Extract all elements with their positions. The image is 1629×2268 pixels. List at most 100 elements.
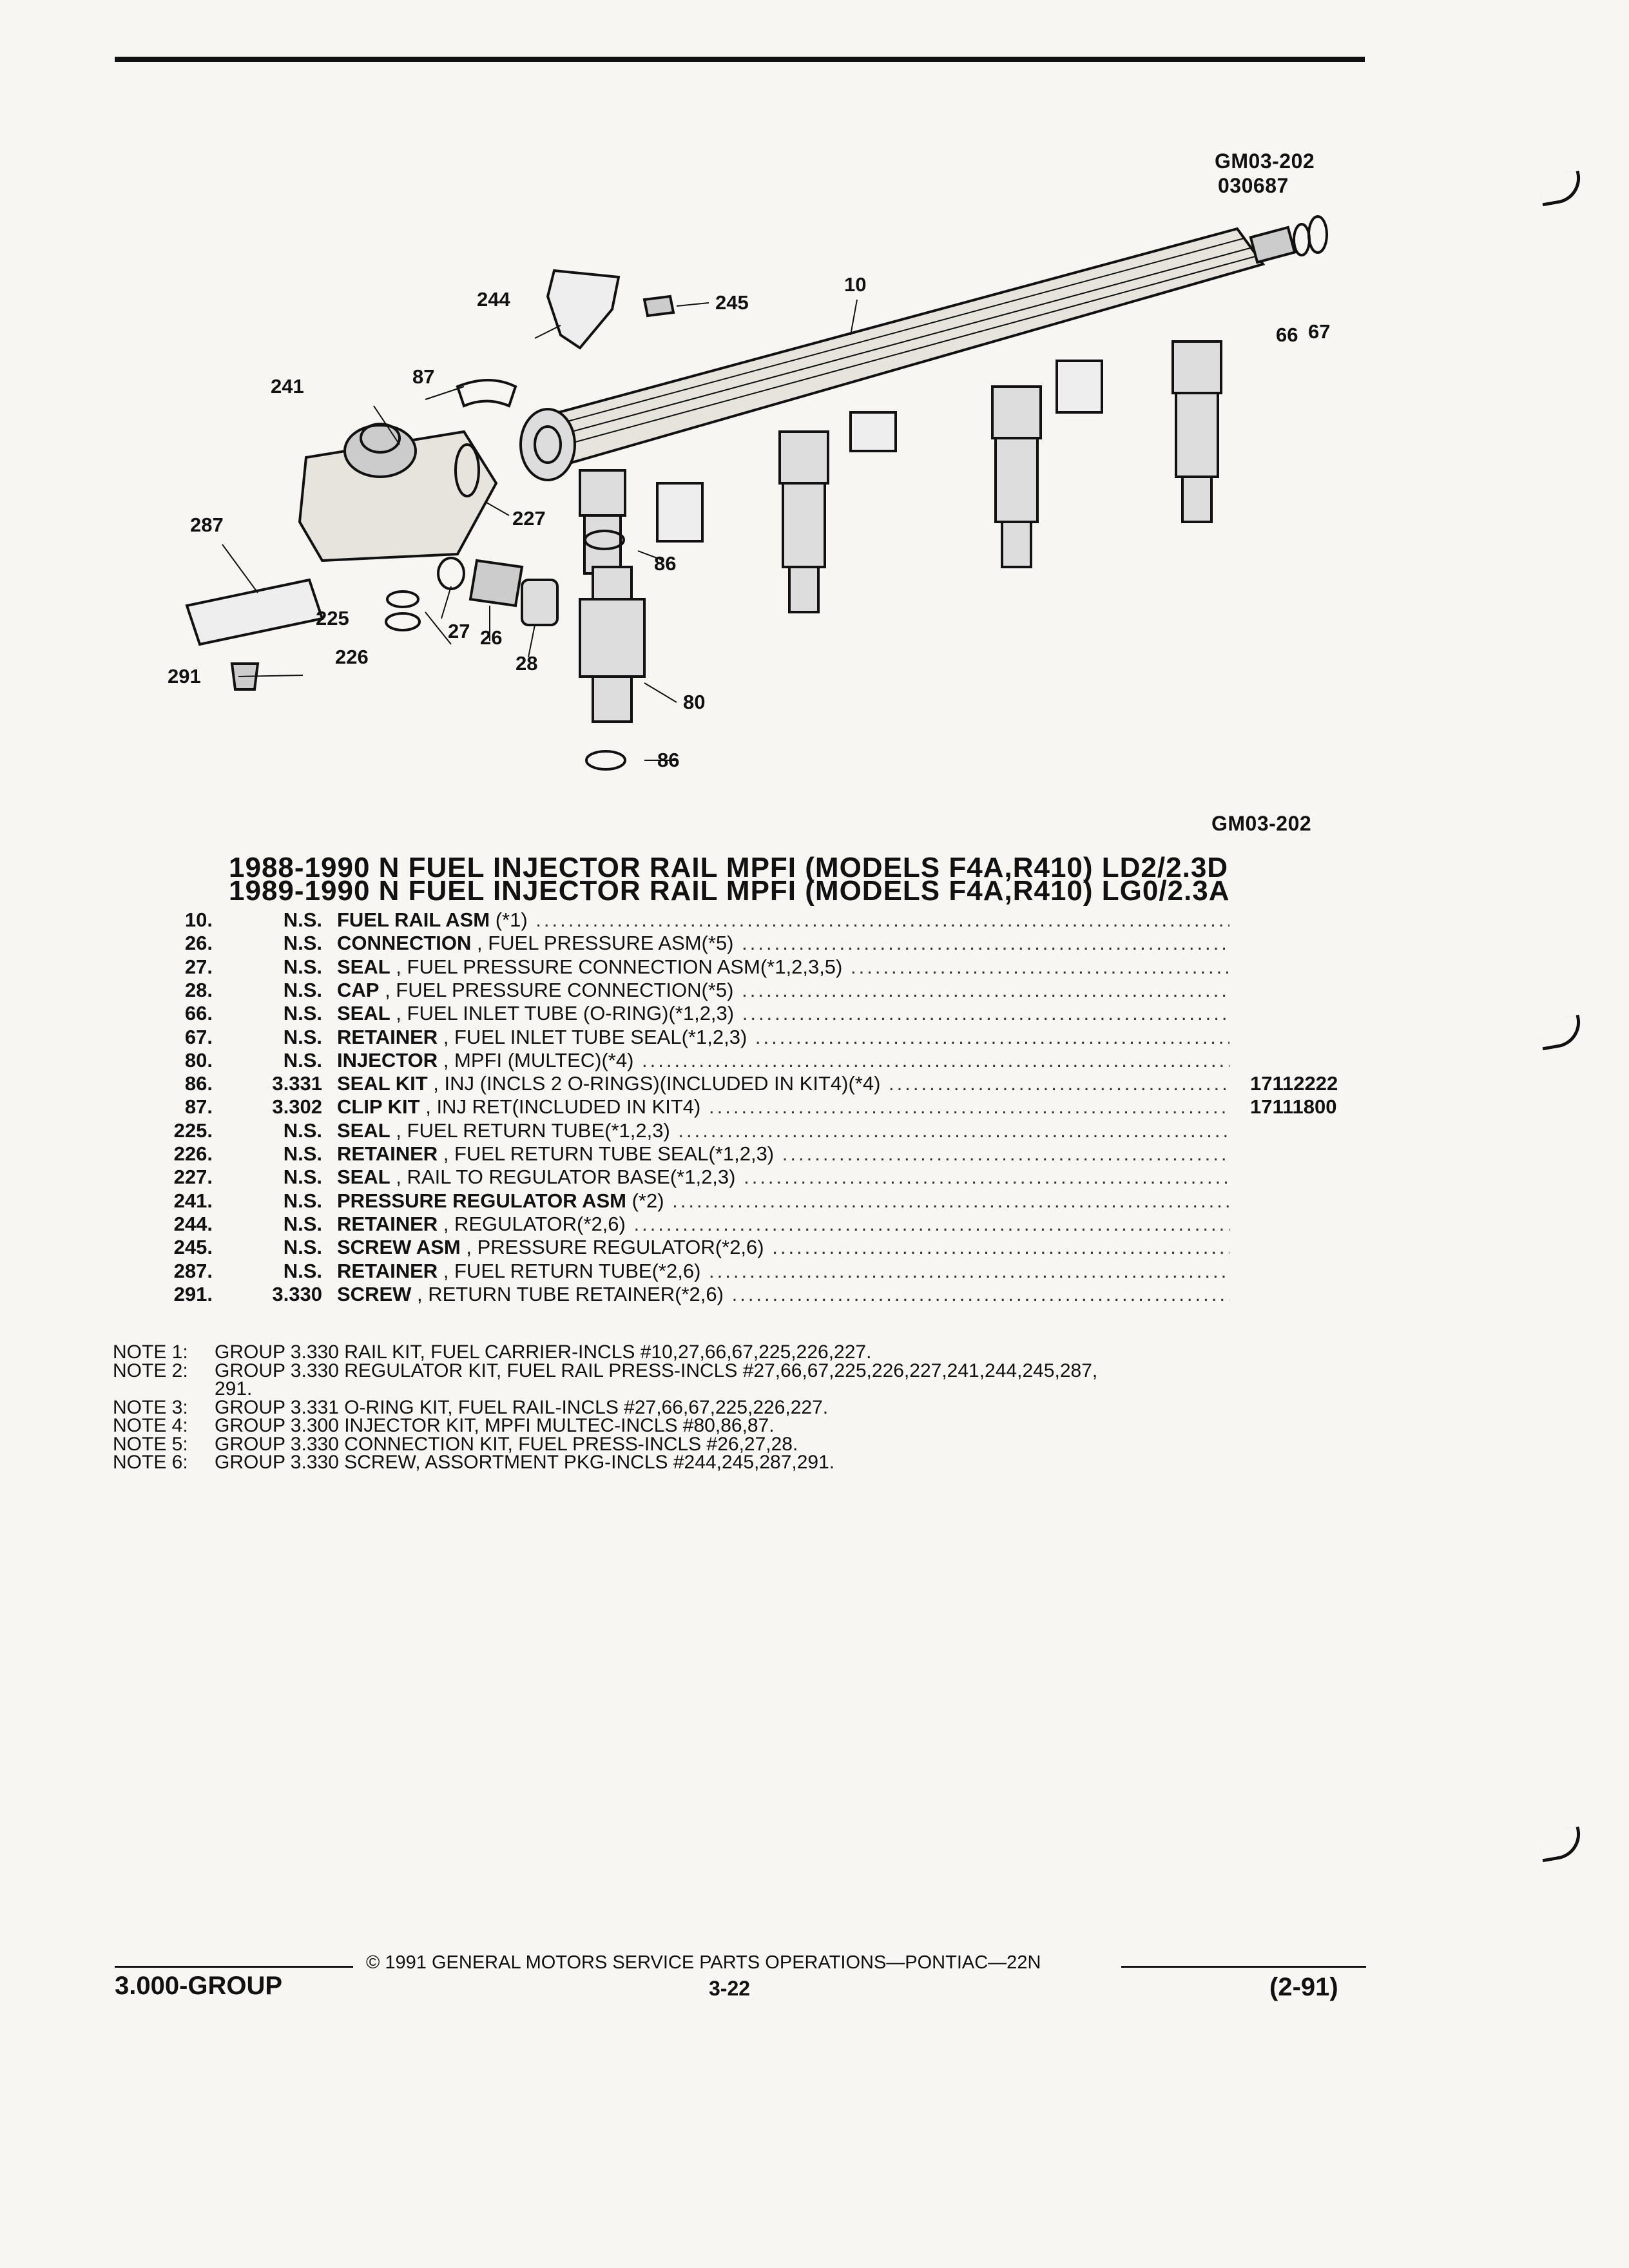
part-description: CAP , FUEL PRESSURE CONNECTION(*5) .....… [337, 979, 1229, 1002]
retainer-244 [546, 269, 621, 350]
part-description: CLIP KIT , INJ RET(INCLUDED IN KIT4) ...… [337, 1095, 1229, 1119]
part-name: RETAINER [337, 1025, 438, 1048]
o-ring-86-lower [585, 750, 626, 771]
part-ref-number: 226. [173, 1142, 213, 1165]
part-name: INJECTOR [337, 1048, 438, 1072]
part-ref-number: 10. [184, 908, 213, 931]
copyright: © 1991 GENERAL MOTORS SERVICE PARTS OPER… [366, 1952, 1041, 1973]
part-name: CAP [337, 978, 380, 1001]
leader-dots: ........................................… [742, 978, 1229, 1001]
part-row: 245.N.S.SCREW ASM , PRESSURE REGULATOR(*… [110, 1236, 1398, 1259]
injector-4 [1171, 340, 1222, 523]
note-line: NOTE 2: GROUP 3.330 REGULATOR KIT, FUEL R… [113, 1360, 1097, 1382]
connection-26 [468, 559, 524, 608]
part-group: 3.302 [272, 1095, 322, 1119]
note-text: GROUP 3.330 REGULATOR KIT, FUEL RAIL PRE… [215, 1360, 1098, 1381]
leader-dots: ........................................… [889, 1072, 1229, 1095]
part-group: N.S. [283, 1189, 322, 1212]
part-description: RETAINER , FUEL INLET TUBE SEAL(*1,2,3) … [337, 1026, 1229, 1049]
note-text: GROUP 3.330 RAIL KIT, FUEL CARRIER-INCLS… [215, 1341, 872, 1363]
part-detail: , FUEL RETURN TUBE(*2,6) [438, 1259, 701, 1282]
injector-3 [991, 385, 1042, 568]
part-detail: , INJ RET(INCLUDED IN KIT4) [419, 1095, 701, 1119]
part-ref-number: 245. [173, 1236, 213, 1259]
leader-dots: ........................................… [744, 1166, 1229, 1189]
part-group: 3.331 [272, 1072, 322, 1095]
part-ref-number: 86. [184, 1072, 213, 1095]
note-label: NOTE 4: [113, 1415, 188, 1436]
leader-dots: ........................................… [742, 932, 1229, 955]
part-name: SEAL [337, 1166, 390, 1189]
part-group: N.S. [283, 1212, 322, 1235]
callout-244: 244 [477, 288, 510, 311]
note-line: NOTE 6: GROUP 3.330 SCREW, ASSORTMENT PKG… [113, 1452, 834, 1474]
callout-10: 10 [844, 273, 866, 296]
part-group: N.S. [283, 978, 322, 1001]
part-row: 10.N.S.FUEL RAIL ASM (*1) ..............… [110, 908, 1398, 932]
clip-87 [456, 379, 517, 408]
part-name: SEAL KIT [337, 1072, 428, 1095]
part-detail: , FUEL PRESSURE ASM(*5) [471, 932, 734, 955]
revision-date: (2-91) [1269, 1973, 1338, 2001]
part-group: 3.330 [272, 1282, 322, 1305]
part-name: FUEL RAIL ASM [337, 908, 490, 931]
part-name: SEAL [337, 1119, 390, 1142]
leader-dots: ........................................… [782, 1142, 1229, 1165]
leader-dots: ........................................… [678, 1119, 1229, 1142]
part-detail: (*2) [626, 1189, 664, 1212]
part-description: RETAINER , FUEL RETURN TUBE(*2,6) ......… [337, 1260, 1229, 1283]
part-row: 241.N.S.PRESSURE REGULATOR ASM (*2) ....… [110, 1189, 1398, 1213]
leader-dots: ........................................… [850, 955, 1229, 978]
callout-226: 226 [335, 646, 369, 668]
part-row: 67.N.S.RETAINER , FUEL INLET TUBE SEAL(*… [110, 1026, 1398, 1049]
callout-28: 28 [516, 652, 537, 675]
leader-dots: ........................................… [731, 1282, 1229, 1305]
part-detail: (*1) [490, 908, 528, 931]
callout-26: 26 [480, 626, 502, 649]
part-row: 27.N.S.SEAL , FUEL PRESSURE CONNECTION A… [110, 956, 1398, 979]
exploded-parts-diagram: 10 244 245 241 87 66 67 287 227 86 225 2… [168, 215, 1330, 771]
part-ref-number: 244. [173, 1212, 213, 1235]
note-text: GROUP 3.300 INJECTOR KIT, MPFI MULTEC-IN… [215, 1415, 775, 1436]
part-number: 17112222 [1250, 1072, 1338, 1095]
part-group: N.S. [283, 908, 322, 931]
callout-227: 227 [512, 507, 546, 530]
note-label: NOTE 3: [113, 1396, 188, 1418]
note-label: NOTE 6: [113, 1452, 188, 1473]
leader-dots: ........................................… [772, 1236, 1229, 1259]
note-text: GROUP 3.330 SCREW, ASSORTMENT PKG-INCLS … [215, 1452, 835, 1473]
leader-dots: ........................................… [755, 1025, 1229, 1048]
part-ref-number: 80. [184, 1048, 213, 1072]
callout-86b: 86 [657, 749, 679, 771]
leader-dots: ........................................… [708, 1095, 1229, 1119]
part-ref-number: 291. [173, 1282, 213, 1305]
page-number: 3-22 [709, 1977, 751, 2000]
part-detail: , RETURN TUBE RETAINER(*2,6) [411, 1282, 724, 1305]
part-description: SEAL , RAIL TO REGULATOR BASE(*1,2,3) ..… [337, 1166, 1229, 1189]
part-group: N.S. [283, 1002, 322, 1025]
note-line: NOTE 1:GROUP 3.330 RAIL KIT, FUEL CARRIE… [113, 1341, 871, 1363]
rail-inlet-end [519, 408, 576, 481]
retainer-226 [385, 612, 421, 631]
leader-dots: ........................................… [633, 1212, 1229, 1235]
part-description: SEAL , FUEL PRESSURE CONNECTION ASM(*1,2… [337, 956, 1229, 979]
retainer-67 [1307, 215, 1328, 254]
part-description: INJECTOR , MPFI (MULTEC)(*4) ...........… [337, 1049, 1229, 1072]
part-description: SEAL , FUEL RETURN TUBE(*1,2,3) ........… [337, 1119, 1229, 1142]
part-description: SEAL , FUEL INLET TUBE (O-RING)(*1,2,3) … [337, 1002, 1229, 1025]
note-label: NOTE 2: [113, 1360, 188, 1381]
part-detail: , FUEL PRESSURE CONNECTION ASM(*1,2,3,5) [390, 955, 843, 978]
callout-87: 87 [412, 365, 434, 388]
part-ref-number: 225. [173, 1119, 213, 1142]
section-title-2: 1989-1990 N FUEL INJECTOR RAIL MPFI (MOD… [229, 875, 1230, 907]
part-group: N.S. [283, 1025, 322, 1048]
part-row: 28.N.S.CAP , FUEL PRESSURE CONNECTION(*5… [110, 979, 1398, 1002]
leader-dots: ........................................… [672, 1189, 1229, 1212]
part-row: 226.N.S.RETAINER , FUEL RETURN TUBE SEAL… [110, 1142, 1398, 1166]
part-detail: , RAIL TO REGULATOR BASE(*1,2,3) [390, 1166, 736, 1189]
part-ref-number: 241. [173, 1189, 213, 1212]
inlet-fitting [1249, 226, 1296, 264]
part-description: CONNECTION , FUEL PRESSURE ASM(*5) .....… [337, 932, 1229, 955]
